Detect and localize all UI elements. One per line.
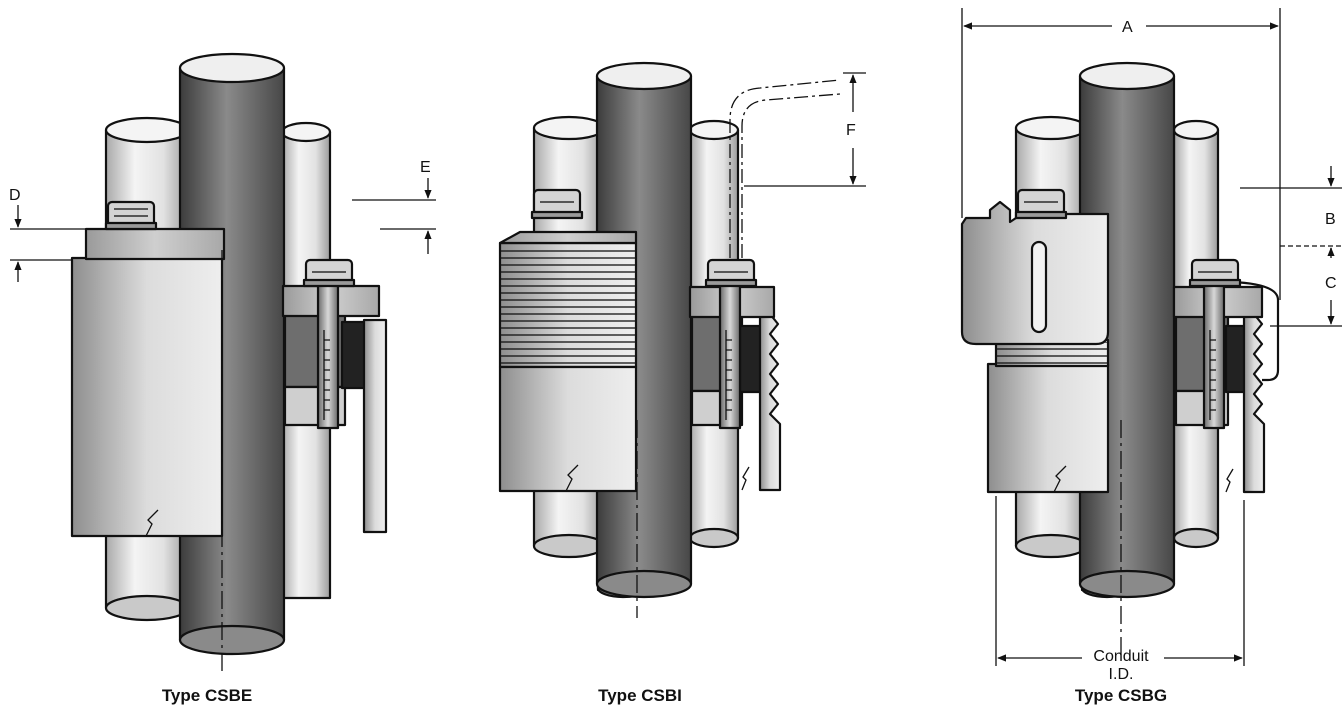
dim-c: C	[1270, 247, 1342, 327]
dim-conduit-label: Conduit	[1093, 648, 1149, 665]
figure-csbg: A B C Conduit I.D. Type CSBG	[960, 8, 1342, 705]
csbi-caption: Type CSBI	[598, 686, 682, 705]
dim-b-label: B	[1325, 211, 1336, 228]
dim-a-label: A	[1122, 19, 1133, 36]
dim-f-label: F	[846, 122, 856, 139]
csbg-seal-assembly	[1172, 258, 1280, 494]
dim-e-label: E	[420, 159, 431, 176]
dim-conduit-id: Conduit I.D.	[995, 496, 1245, 683]
dim-c-label: C	[1325, 275, 1337, 292]
csbi-threaded-sleeve	[498, 188, 638, 493]
dim-a: A	[961, 8, 1281, 300]
dim-d: D	[9, 187, 86, 282]
dim-d-label: D	[9, 187, 21, 204]
dim-b: B	[1240, 166, 1342, 247]
dim-f: F	[744, 72, 866, 187]
figure-csbe: D E Type CSBE	[9, 52, 436, 705]
csbe-seal-assembly	[281, 258, 388, 534]
figure-csbi: F Type CSBI	[498, 61, 866, 705]
csbg-gland-sleeve	[960, 188, 1110, 494]
csbe-front-sleeve	[70, 200, 226, 538]
dim-e: E	[352, 159, 436, 254]
csbe-caption: Type CSBE	[162, 686, 252, 705]
csbi-seal-assembly	[688, 79, 841, 492]
dim-conduit-id-label: I.D.	[1109, 666, 1134, 683]
csbg-caption: Type CSBG	[1075, 686, 1167, 705]
